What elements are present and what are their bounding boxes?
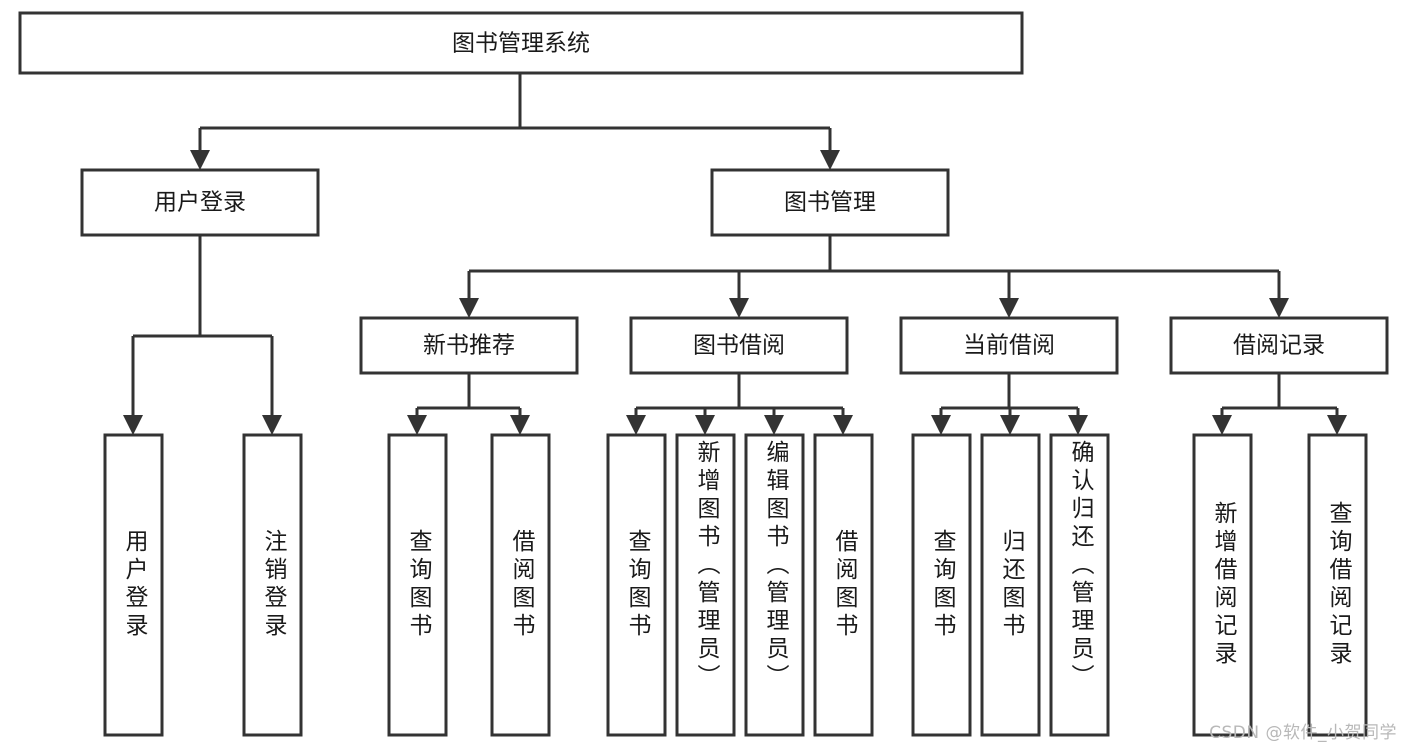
arrow-head-new-book-leaf-1 [510, 415, 530, 435]
leaf-book-borrow-1-label-area: 新增图书（管理员） [693, 440, 719, 692]
leaf-current-borrow-0[interactable]: 查询图书 [911, 433, 972, 737]
csdn-watermark: CSDN @软件_小贺同学 [1209, 723, 1397, 743]
arrow-head-current-borrow-leaf-2 [1068, 415, 1088, 435]
leaf-book-borrow-3-label: 借阅图书 [831, 529, 857, 641]
arrow-head-book-mgmt [820, 150, 840, 170]
leaf-new-book-recommend-0-label-area: 查询图书 [405, 529, 431, 641]
leaf-current-borrow-0-label-area: 查询图书 [929, 529, 955, 641]
node-book-management[interactable]: 图书管理 [710, 168, 950, 237]
leaf-book-borrow-1[interactable]: 新增图书（管理员） [675, 433, 736, 737]
leaf-user-login-1-box[interactable] [242, 433, 303, 737]
node-borrow-record-box[interactable] [1169, 316, 1389, 375]
leaf-book-borrow-0-box[interactable] [606, 433, 667, 737]
leaf-user-login-1-label: 注销登录 [260, 529, 286, 641]
node-current-borrow[interactable]: 当前借阅 [899, 316, 1119, 375]
node-book-borrow-label: 图书借阅 [693, 333, 785, 359]
node-user-login[interactable]: 用户登录 [80, 168, 320, 237]
leaf-borrow-record-0[interactable]: 新增借阅记录 [1192, 433, 1253, 737]
arrow-head-borrow-record-leaf-1 [1327, 415, 1347, 435]
leaf-current-borrow-0-box[interactable] [911, 433, 972, 737]
leaf-current-borrow-1-box[interactable] [980, 433, 1041, 737]
arrow-head-book-borrow-leaf-2 [764, 415, 784, 435]
leaf-current-borrow-2-label: 确认归还（管理员） [1067, 440, 1093, 692]
leaf-book-borrow-0-label-area: 查询图书 [624, 529, 650, 641]
arrow-head-user-login-leaf-0 [123, 415, 143, 435]
node-user-login-box[interactable] [80, 168, 320, 237]
leaf-user-login-1[interactable]: 注销登录 [242, 433, 303, 737]
node-new-book-recommend-box[interactable] [359, 316, 579, 375]
node-book-management-box[interactable] [710, 168, 950, 237]
leaf-new-book-recommend-1-label: 借阅图书 [508, 529, 534, 641]
leaf-user-login-0-label-area: 用户登录 [121, 529, 147, 641]
leaf-current-borrow-2-box[interactable] [1049, 433, 1110, 737]
arrow-head-book-borrow-leaf-0 [626, 415, 646, 435]
arrow-head-borrow-record-leaf-0 [1212, 415, 1232, 435]
leaf-book-borrow-0-label: 查询图书 [624, 529, 650, 641]
leaf-user-login-0-label: 用户登录 [121, 529, 147, 641]
arrow-head-current-borrow-leaf-1 [1000, 415, 1020, 435]
arrow-head-user-login-leaf-1 [262, 415, 282, 435]
leaf-new-book-recommend-0-label: 查询图书 [405, 529, 431, 641]
node-book-management-label: 图书管理 [784, 190, 876, 216]
leaf-book-borrow-1-box[interactable] [675, 433, 736, 737]
connector-layer [123, 73, 1347, 435]
arrow-head-current-borrow [999, 298, 1019, 318]
node-root-library-system[interactable]: 图书管理系统 [18, 11, 1024, 75]
leaf-borrow-record-0-label-area: 新增借阅记录 [1210, 501, 1236, 669]
leaf-current-borrow-1-label: 归还图书 [998, 529, 1024, 641]
node-current-borrow-box[interactable] [899, 316, 1119, 375]
node-borrow-record[interactable]: 借阅记录 [1169, 316, 1389, 375]
node-book-borrow-box[interactable] [629, 316, 849, 375]
leaf-new-book-recommend-1-label-area: 借阅图书 [508, 529, 534, 641]
leaf-user-login-0[interactable]: 用户登录 [103, 433, 164, 737]
arrow-head-book-borrow-leaf-3 [833, 415, 853, 435]
leaf-new-book-recommend-1-box[interactable] [490, 433, 551, 737]
arrow-head-user-login [190, 150, 210, 170]
leaf-book-borrow-2[interactable]: 编辑图书（管理员） [744, 433, 805, 737]
leaf-borrow-record-0-box[interactable] [1192, 433, 1253, 737]
arrow-head-current-borrow-leaf-0 [931, 415, 951, 435]
leaf-user-login-0-box[interactable] [103, 433, 164, 737]
leaf-book-borrow-3[interactable]: 借阅图书 [813, 433, 874, 737]
node-user-login-label: 用户登录 [154, 190, 246, 216]
leaf-book-borrow-3-label-area: 借阅图书 [831, 529, 857, 641]
leaf-current-borrow-2[interactable]: 确认归还（管理员） [1049, 433, 1110, 737]
leaf-current-borrow-1-label-area: 归还图书 [998, 529, 1024, 641]
arrow-head-new-book-recommend [459, 298, 479, 318]
leaf-book-borrow-2-label: 编辑图书（管理员） [762, 440, 788, 692]
leaf-borrow-record-0-label: 新增借阅记录 [1210, 501, 1236, 669]
leaf-current-borrow-2-label-area: 确认归还（管理员） [1067, 440, 1093, 692]
node-root-box[interactable] [18, 11, 1024, 75]
node-current-borrow-label: 当前借阅 [963, 333, 1055, 359]
leaf-borrow-record-1-box[interactable] [1307, 433, 1368, 737]
leaf-borrow-record-1-label: 查询借阅记录 [1325, 501, 1351, 669]
leaf-book-borrow-3-box[interactable] [813, 433, 874, 737]
leaf-book-borrow-1-label: 新增图书（管理员） [693, 440, 719, 692]
leaf-new-book-recommend-0-box[interactable] [387, 433, 448, 737]
leaf-borrow-record-1-label-area: 查询借阅记录 [1325, 501, 1351, 669]
node-root-label: 图书管理系统 [452, 31, 590, 57]
leaf-book-borrow-0[interactable]: 查询图书 [606, 433, 667, 737]
node-borrow-record-label: 借阅记录 [1233, 333, 1325, 359]
node-new-book-recommend[interactable]: 新书推荐 [359, 316, 579, 375]
leaf-borrow-record-1[interactable]: 查询借阅记录 [1307, 433, 1368, 737]
arrow-head-book-borrow-leaf-1 [695, 415, 715, 435]
leaf-current-borrow-1[interactable]: 归还图书 [980, 433, 1041, 737]
node-book-borrow[interactable]: 图书借阅 [629, 316, 849, 375]
leaf-book-borrow-2-box[interactable] [744, 433, 805, 737]
arrow-head-book-borrow [729, 298, 749, 318]
leaf-new-book-recommend-0[interactable]: 查询图书 [387, 433, 448, 737]
node-new-book-recommend-label: 新书推荐 [423, 333, 515, 359]
leaf-user-login-1-label-area: 注销登录 [260, 529, 286, 641]
leaf-book-borrow-2-label-area: 编辑图书（管理员） [762, 440, 788, 692]
leaf-current-borrow-0-label: 查询图书 [929, 529, 955, 641]
arrow-head-new-book-leaf-0 [407, 415, 427, 435]
leaf-new-book-recommend-1[interactable]: 借阅图书 [490, 433, 551, 737]
arrow-head-borrow-record [1269, 298, 1289, 318]
